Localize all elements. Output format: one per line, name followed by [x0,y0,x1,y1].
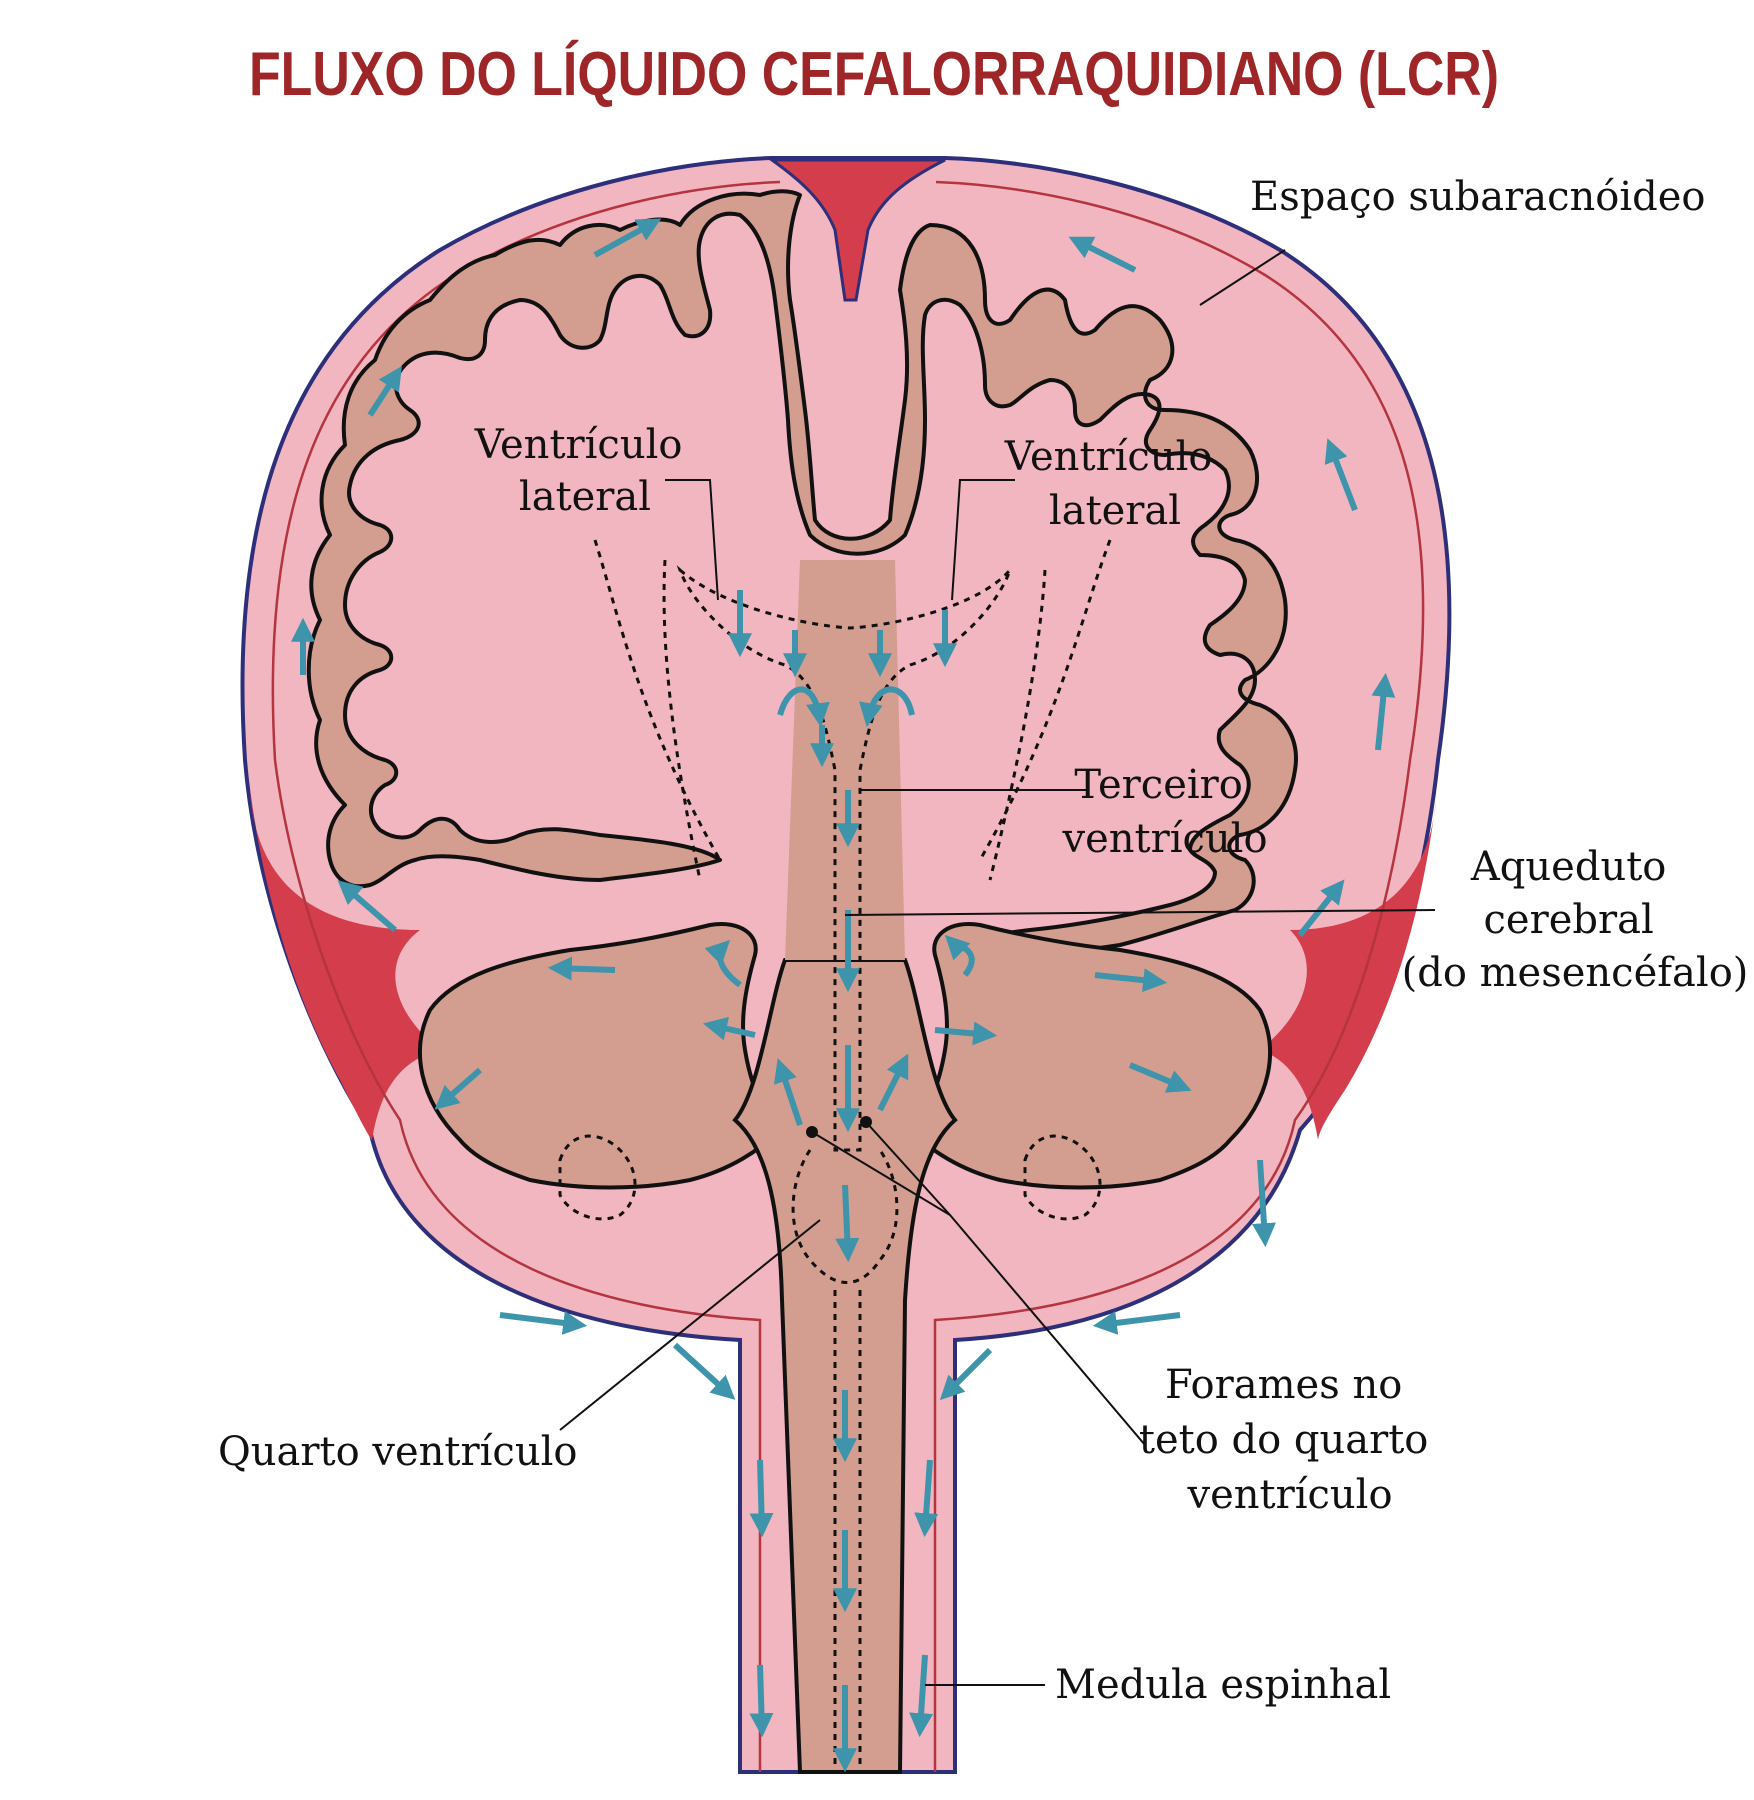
arachnoid-line [271,180,1425,1772]
sinus-right [1260,800,1436,1140]
cerebrum [306,189,1298,956]
cerebellum-left [418,922,783,1190]
label-cerebral-aqueduct-line2: cerebral [1484,897,1654,943]
midbrain [785,560,905,960]
label-fourth-ventricle: Quarto ventrículo [218,1429,577,1475]
label-lateral-ventricle-right: Ventrículo lateral [1004,434,1225,534]
superior-sagittal-sinus [767,158,946,302]
label-foramina-line3: ventrículo [1186,1472,1392,1518]
label-foramina: Forames no teto do quarto ventrículo [1139,1362,1441,1518]
label-lateral-ventricle-left-line1: Ventrículo [474,422,683,468]
csf-flow-arrows [291,218,1396,1773]
label-cerebral-aqueduct-line3: (do mesencéfalo) [1402,950,1749,996]
brainstem-spinal-cord [732,958,958,1774]
ventricular-system [558,539,1112,1772]
label-lateral-ventricle-left: Ventrículo lateral [474,422,695,520]
label-third-ventricle: Terceiro ventrículo [1061,762,1267,862]
label-lateral-ventricle-left-line2: lateral [519,474,651,520]
label-third-ventricle-line1: Terceiro [1074,762,1242,808]
label-third-ventricle-line2: ventrículo [1061,816,1267,862]
label-spinal-cord: Medula espinhal [1055,1662,1391,1708]
label-subarachnoid-space: Espaço subaracnóideo [1250,174,1706,220]
cerebellum-right [907,922,1272,1190]
diagram-title: FLUXO DO LÍQUIDO CEFALORRAQUIDIANO (LCR) [249,40,1499,109]
label-cerebral-aqueduct-line1: Aqueduto [1470,844,1666,890]
label-foramina-line2: teto do quarto [1139,1417,1429,1463]
label-foramina-line1: Forames no [1165,1362,1402,1408]
label-cerebral-aqueduct: Aqueduto cerebral (do mesencéfalo) [1402,844,1749,996]
label-lateral-ventricle-right-line2: lateral [1049,488,1181,534]
label-lateral-ventricle-right-line1: Ventrículo [1004,434,1213,480]
leader-lines [559,249,1436,1686]
sinus-left [250,790,440,1140]
